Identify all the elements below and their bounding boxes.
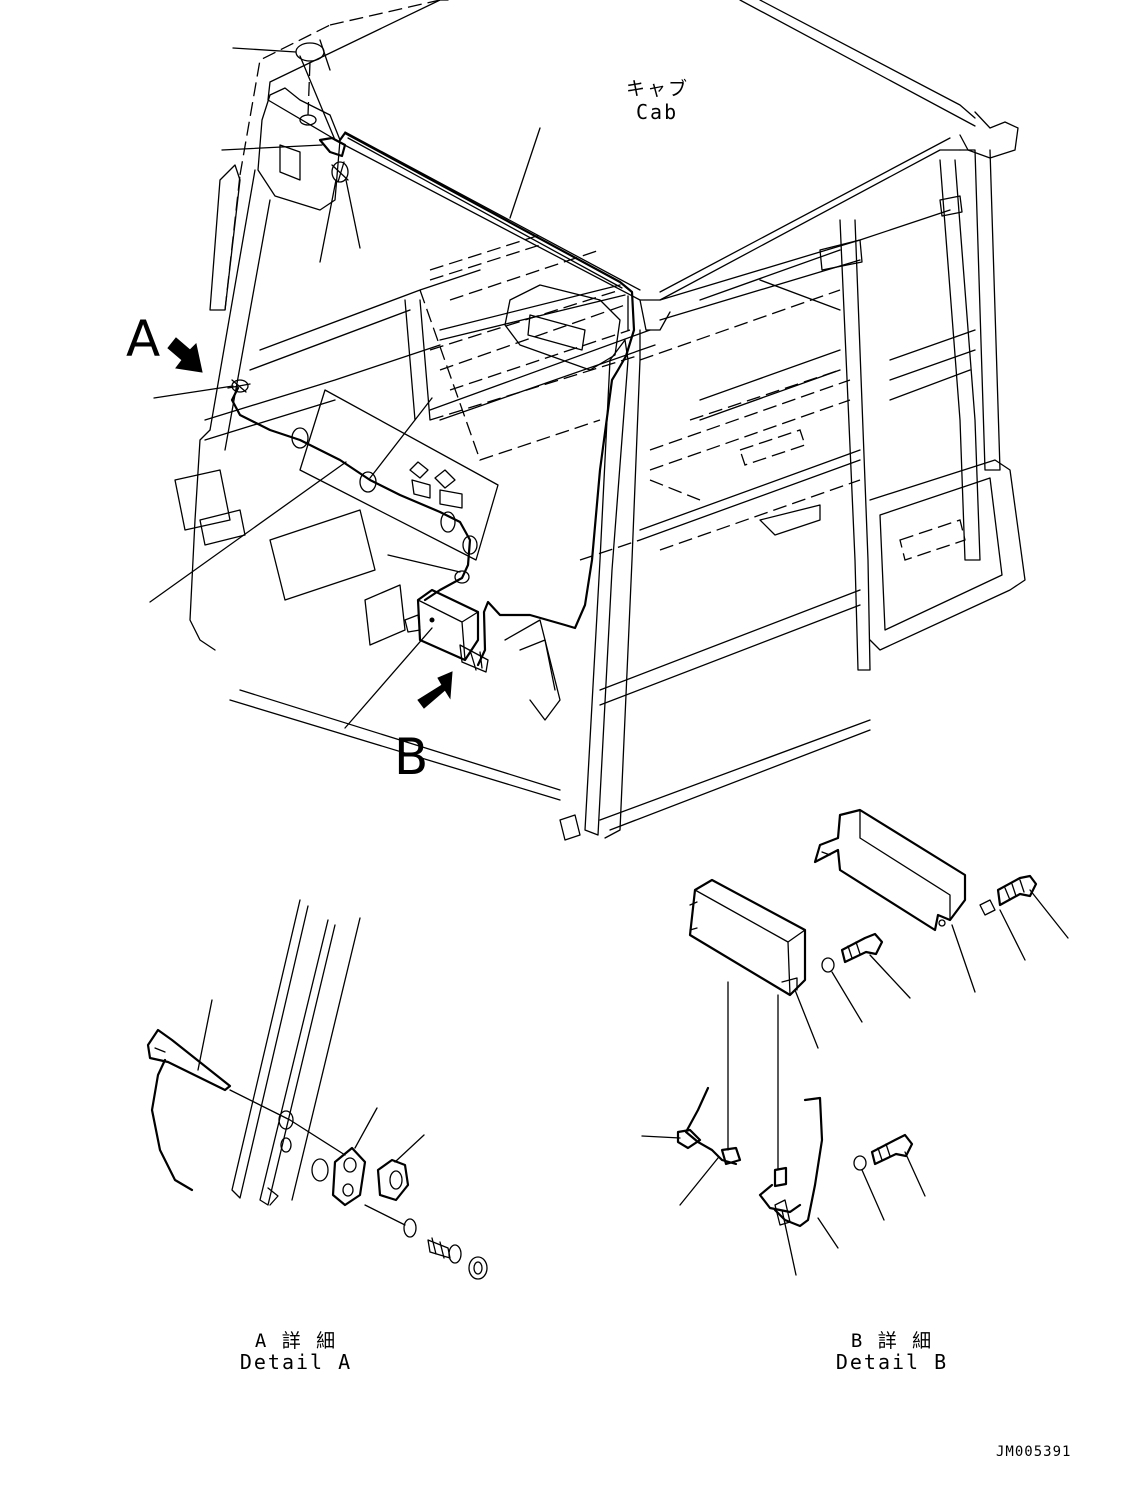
harness-tube [338,131,636,667]
detail-a-title-jp: A 詳 細 [254,1330,338,1352]
detail-b-title-jp: B 詳 細 [850,1330,934,1352]
cab-label-jp: キャブ [626,78,690,100]
detail-b-drawing [641,808,1069,1276]
rear-lamp-housing [504,284,621,371]
arrow-b-label: B [394,728,429,786]
detail-a-title-en: Detail A [239,1350,353,1374]
drawing-number: JM005391 [996,1444,1072,1460]
view-arrows [167,337,453,709]
hidden-lines [224,0,966,561]
warning-label [299,389,499,561]
detail-a-drawing [146,899,488,1280]
rear-harness [227,379,478,602]
detail-b-title-en: Detail B [835,1350,949,1374]
controller-box [404,588,489,673]
cab-label-en: Cab [636,100,679,124]
leader-lines [149,47,541,729]
arrow-a-label: A [126,310,161,368]
roof-lamp [295,42,349,183]
